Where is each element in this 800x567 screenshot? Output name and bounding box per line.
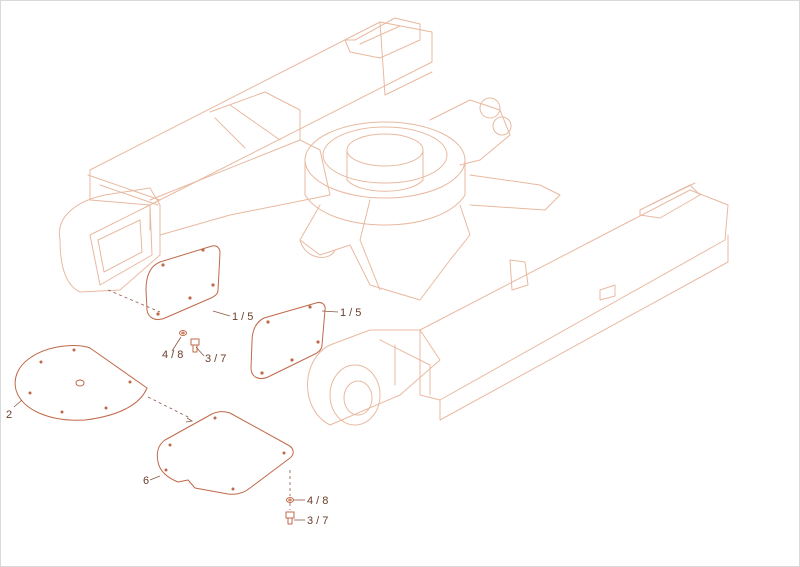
washer-upper xyxy=(179,330,187,336)
side-cover-plate-left xyxy=(145,245,221,321)
leader-lines xyxy=(13,289,339,521)
side-cover-plate-right xyxy=(250,302,326,380)
callout-round-cover: 2 xyxy=(6,409,12,421)
callout-washer-upper: 4 / 8 xyxy=(162,349,183,361)
bottom-cover-plate xyxy=(156,411,294,495)
callout-plate-left: 1 / 5 xyxy=(232,311,253,323)
bolt-lower xyxy=(285,511,295,525)
callout-bolt-lower: 3 / 7 xyxy=(307,515,328,527)
callout-cover-plate: 6 xyxy=(143,475,149,487)
callout-washer-lower: 4 / 8 xyxy=(307,495,328,507)
callout-bolt-upper: 3 / 7 xyxy=(205,353,226,365)
round-cover xyxy=(14,344,148,421)
undercarriage-frame xyxy=(58,17,729,426)
callout-plate-right: 1 / 5 xyxy=(340,307,361,319)
